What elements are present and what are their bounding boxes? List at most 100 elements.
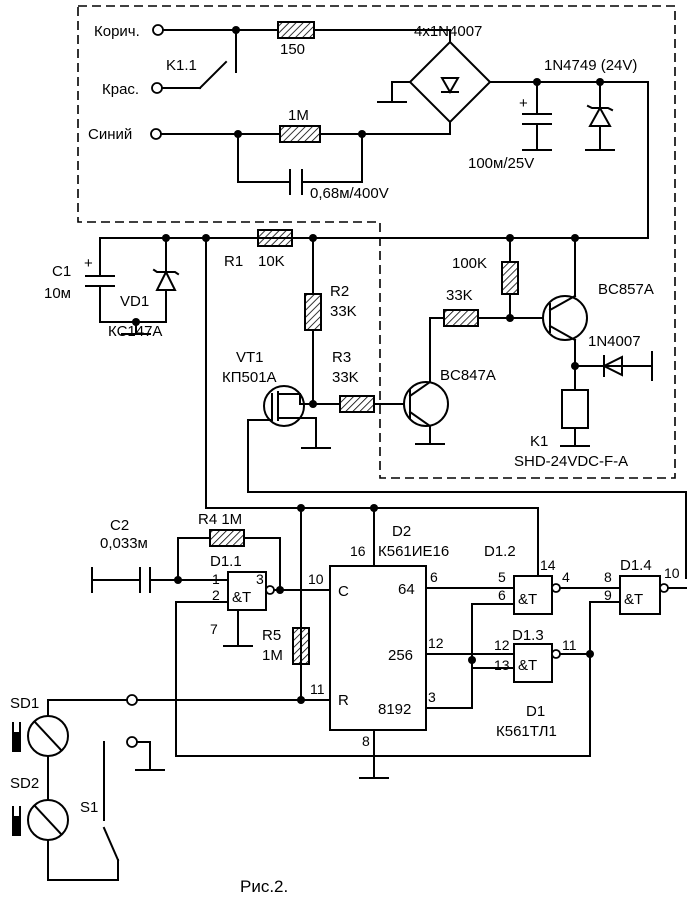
pin-16: 16 bbox=[350, 543, 366, 559]
resistor-100k bbox=[501, 261, 519, 295]
label-d2: D2 bbox=[392, 523, 411, 540]
label-d1-type: К561ТЛ1 bbox=[496, 723, 557, 740]
label-cnt-r: R bbox=[338, 692, 349, 709]
label-cap100m: 100м/25V bbox=[468, 155, 534, 172]
label-k1: K1 bbox=[530, 433, 548, 450]
label-gate-d13: &T bbox=[518, 657, 537, 674]
diode-bridge bbox=[408, 40, 492, 124]
label-plus-100m: + bbox=[519, 95, 528, 112]
label-c1: C1 bbox=[52, 263, 71, 280]
pin-12a: 12 bbox=[428, 635, 444, 651]
pin-6a: 6 bbox=[430, 569, 438, 585]
label-c2: C2 bbox=[110, 517, 129, 534]
label-cnt-64: 64 bbox=[398, 581, 415, 598]
pin-11b: 11 bbox=[562, 637, 577, 653]
label-vt1: VT1 bbox=[236, 349, 264, 366]
label-d2-type: К561ИЕ16 bbox=[378, 543, 449, 560]
label-r1-val: 10K bbox=[258, 253, 285, 270]
pin-4: 4 bbox=[562, 569, 570, 585]
label-d14: D1.4 bbox=[620, 557, 652, 574]
gate-d12 bbox=[513, 575, 553, 615]
k11-contact bbox=[198, 60, 228, 90]
label-bc847: BC847A bbox=[440, 367, 496, 384]
label-r33k-base: 33K bbox=[446, 287, 473, 304]
resistor-r1 bbox=[257, 229, 293, 247]
label-r150: 150 bbox=[280, 41, 305, 58]
label-s1: S1 bbox=[80, 799, 98, 816]
mains-block-outline bbox=[77, 5, 676, 479]
pin-9: 9 bbox=[604, 587, 612, 603]
label-cnt-8192: 8192 bbox=[378, 701, 411, 718]
pin-14: 14 bbox=[540, 557, 556, 573]
label-vt1-type: КП501А bbox=[222, 369, 277, 386]
label-vd1: VD1 bbox=[120, 293, 149, 310]
label-r5-val: 1M bbox=[262, 647, 283, 664]
diode-1n4007 bbox=[601, 355, 623, 377]
label-d12: D1.2 bbox=[484, 543, 516, 560]
label-cnt-c: C bbox=[338, 583, 349, 600]
pin-6b: 6 bbox=[498, 587, 506, 603]
label-c1-val: 10м bbox=[44, 285, 71, 302]
label-cnt-256: 256 bbox=[388, 647, 413, 664]
bridge-diode-icon bbox=[440, 77, 460, 95]
sd2-marker bbox=[12, 806, 21, 836]
label-wire-blue: Синий bbox=[88, 126, 132, 143]
supply-rail bbox=[85, 229, 649, 512]
label-vd1-type: КС147А bbox=[108, 323, 162, 340]
label-c2-val: 0,033м bbox=[100, 535, 148, 552]
zener-1n4749 bbox=[588, 105, 612, 127]
pin-13: 13 bbox=[494, 657, 510, 673]
label-bc857: BC857A bbox=[598, 281, 654, 298]
label-zener-top: 1N4749 (24V) bbox=[544, 57, 637, 74]
pin-11: 11 bbox=[310, 681, 325, 697]
label-wire-brown: Корич. bbox=[94, 23, 140, 40]
label-plus-c1: + bbox=[84, 255, 93, 272]
zener-vd1 bbox=[155, 269, 177, 291]
pin-5: 5 bbox=[498, 569, 506, 585]
label-r4: R4 1M bbox=[198, 511, 242, 528]
terminal-red bbox=[151, 82, 163, 94]
label-r2: R2 bbox=[330, 283, 349, 300]
label-d13: D1.3 bbox=[512, 627, 544, 644]
pin-2: 2 bbox=[212, 587, 220, 603]
resistor-150 bbox=[277, 21, 315, 39]
label-r3-val: 33K bbox=[332, 369, 359, 386]
label-r1: R1 bbox=[224, 253, 243, 270]
resistor-r2 bbox=[304, 293, 322, 331]
sd1-marker bbox=[12, 722, 21, 752]
label-diode-k1: 1N4007 bbox=[588, 333, 641, 350]
pin-8: 8 bbox=[362, 733, 370, 749]
label-r2-val: 33K bbox=[330, 303, 357, 320]
gate-d11 bbox=[227, 571, 267, 611]
resistor-1m-top bbox=[279, 125, 321, 143]
label-d1: D1 bbox=[526, 703, 545, 720]
pin-12b: 12 bbox=[494, 637, 510, 653]
pin-3b: 3 bbox=[428, 689, 436, 705]
label-gate-d12: &T bbox=[518, 591, 537, 608]
label-r1m-top: 1M bbox=[288, 107, 309, 124]
label-wire-red: Крас. bbox=[102, 81, 139, 98]
pin-10: 10 bbox=[308, 571, 324, 587]
label-gate-d11: &T bbox=[232, 589, 251, 606]
transistor-bc857 bbox=[542, 237, 588, 391]
mosfet-vt1 bbox=[247, 385, 687, 579]
transistor-bc847 bbox=[403, 317, 449, 445]
terminal-brown bbox=[152, 24, 164, 36]
mains-section bbox=[150, 21, 649, 239]
terminal-blue bbox=[150, 128, 162, 140]
label-d11: D1.1 bbox=[210, 553, 242, 570]
gate-d14 bbox=[619, 575, 661, 615]
label-cap068: 0,68м/400V bbox=[310, 185, 389, 202]
label-sd1: SD1 bbox=[10, 695, 39, 712]
switch-s1 bbox=[102, 826, 120, 862]
figure-caption: Рис.2. bbox=[240, 877, 288, 896]
label-gate-d14: &T bbox=[624, 591, 643, 608]
label-bridge: 4x1N4007 bbox=[414, 23, 482, 40]
pin-3: 3 bbox=[256, 571, 264, 587]
relay-k1-coil bbox=[561, 389, 589, 429]
label-r100k: 100K bbox=[452, 255, 487, 272]
label-r3: R3 bbox=[332, 349, 351, 366]
pin-7: 7 bbox=[210, 621, 218, 637]
